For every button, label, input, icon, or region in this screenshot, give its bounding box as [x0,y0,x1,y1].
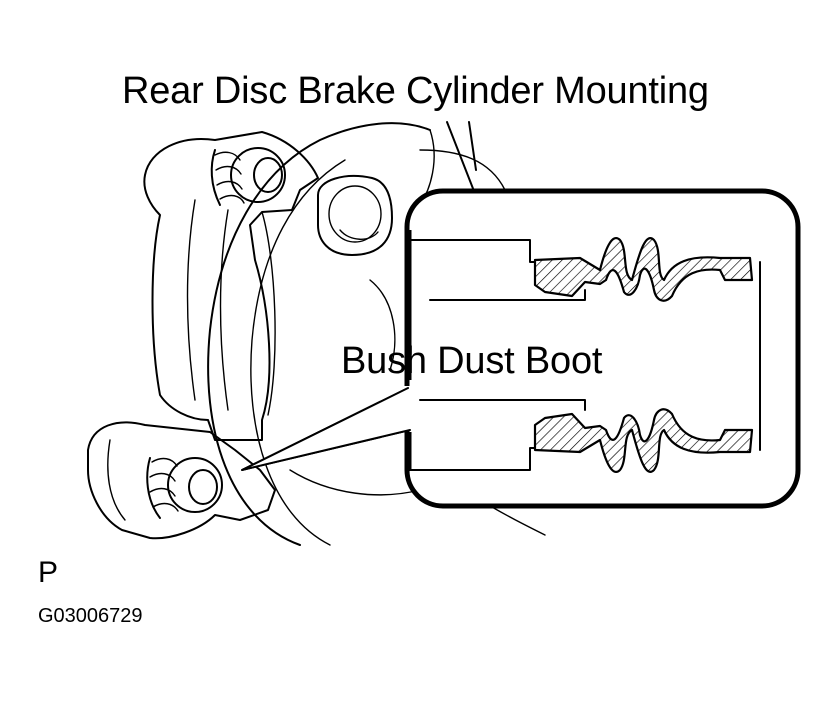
bush-dust-boot-cross-section [241,188,801,509]
boot-callout-label: Bush Dust Boot [341,340,603,382]
title-callout-label: Rear Disc Brake Cylinder Mounting [122,70,709,112]
brake-caliper-drawing [87,122,546,546]
view-letter: P [38,556,59,589]
figure-code: G03006729 [38,605,143,627]
